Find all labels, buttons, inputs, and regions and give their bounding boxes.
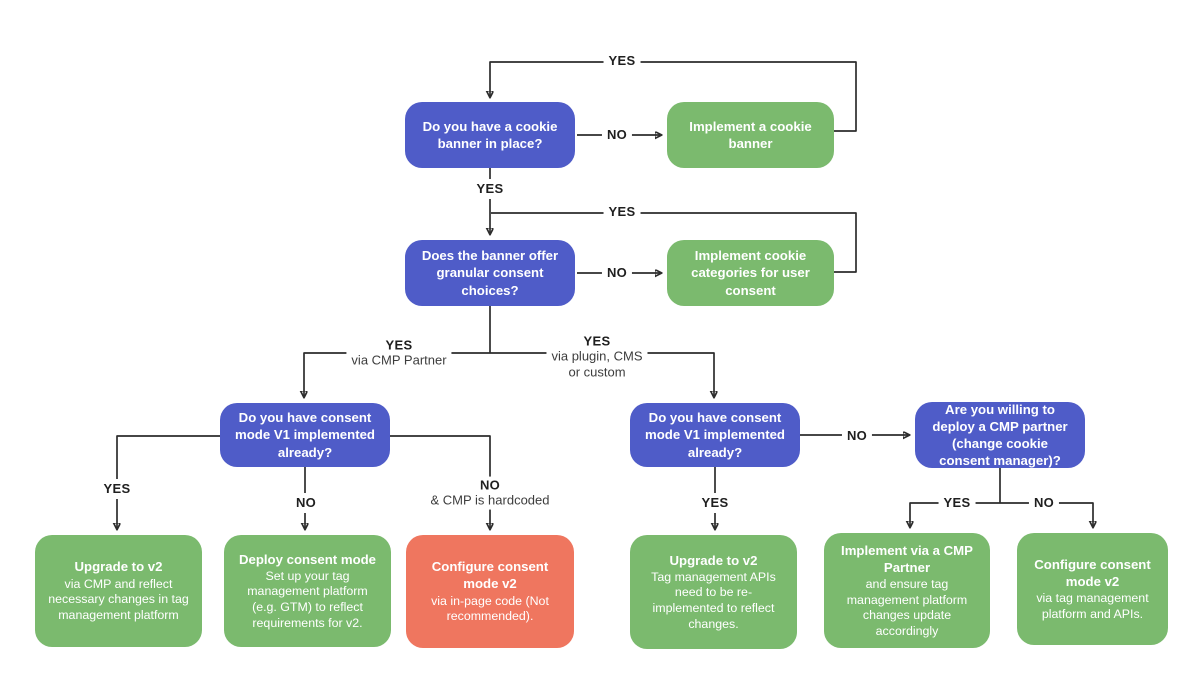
node-body: Tag management APIs need to be re-implem…	[651, 569, 776, 631]
edge-label-text: NO	[606, 127, 628, 142]
node-title: Upgrade to v2	[669, 552, 758, 568]
node-title: Does the banner offer granular consent c…	[421, 248, 559, 298]
node-body: and ensure tag management platform chang…	[846, 576, 968, 638]
node-title: Upgrade to v2	[74, 559, 163, 575]
edge-label-note: & CMP is hardcoded	[430, 492, 550, 508]
node-result-configure-inpage-code: Configure consent mode v2 via in-page co…	[406, 535, 574, 648]
node-result-upgrade-v2-via-cmp: Upgrade to v2 via CMP and reflect necess…	[35, 535, 202, 647]
edge-label-text: NO	[1033, 495, 1055, 510]
node-title: Deploy consent mode	[238, 551, 377, 567]
node-title: Do you have consent mode V1 implemented …	[235, 410, 375, 460]
edge-label-decision: YES	[385, 337, 413, 353]
edge-label-loop-top-yes: YES	[603, 51, 641, 71]
node-title: Implement a cookie banner	[689, 118, 812, 151]
edge-label-yes-cookie-banner: YES	[471, 179, 509, 199]
node-question-deploy-cmp-partner: Are you willing to deploy a CMP partner …	[915, 402, 1085, 468]
edge-label-yes-via-cmp-partner: YES via CMP Partner	[346, 336, 452, 370]
edge-label-loop-mid-yes: YES	[603, 202, 641, 222]
edge-label-no-v1-right: NO	[841, 426, 873, 446]
node-result-deploy-consent-mode: Deploy consent mode Set up your tag mana…	[224, 535, 391, 647]
node-body: via CMP and reflect necessary changes in…	[48, 576, 189, 622]
edge-label-text: NO	[606, 265, 628, 280]
edge-label-text: YES	[943, 495, 971, 510]
node-question-v1-implemented-right: Do you have consent mode V1 implemented …	[630, 403, 800, 467]
node-question-v1-implemented-left: Do you have consent mode V1 implemented …	[220, 403, 390, 467]
edge-label-yes-via-plugin-cms: YES via plugin, CMS or custom	[546, 332, 648, 382]
edge-label-note: via plugin, CMS or custom	[551, 348, 643, 380]
edge-label-yes-v1-left: YES	[98, 479, 136, 499]
edge-label-note: via CMP Partner	[351, 352, 447, 368]
node-question-granular-consent: Does the banner offer granular consent c…	[405, 240, 575, 306]
edge-label-no-cmp-hardcoded: NO & CMP is hardcoded	[425, 476, 555, 510]
edge-label-no-granular: NO	[601, 263, 633, 283]
node-action-implement-cookie-banner: Implement a cookie banner	[667, 102, 834, 168]
node-question-cookie-banner: Do you have a cookie banner in place?	[405, 102, 575, 168]
node-body: via in-page code (Not recommended).	[431, 593, 549, 624]
edge-label-text: YES	[608, 53, 636, 68]
edge-label-text: YES	[608, 204, 636, 219]
edge-label-text: NO	[846, 428, 868, 443]
node-title: Configure consent mode v2	[431, 559, 549, 592]
node-title: Implement via a CMP Partner	[841, 542, 973, 575]
node-title: Configure consent mode v2	[1034, 556, 1151, 589]
edge-label-text: YES	[103, 481, 131, 496]
edge-label-no-deploy-cmp: NO	[1028, 493, 1060, 513]
node-title: Are you willing to deploy a CMP partner …	[932, 401, 1068, 469]
node-body: via tag management platform and APIs.	[1036, 591, 1149, 621]
node-body: Set up your tag management platform (e.g…	[247, 568, 368, 630]
node-result-configure-via-tms-apis: Configure consent mode v2 via tag manage…	[1017, 533, 1168, 645]
edge-label-yes-deploy-cmp: YES	[938, 493, 976, 513]
edge-label-no-v1-left: NO	[290, 493, 322, 513]
node-result-implement-via-cmp-partner: Implement via a CMP Partner and ensure t…	[824, 533, 990, 648]
edge-label-text: YES	[701, 495, 729, 510]
node-title: Do you have a cookie banner in place?	[422, 118, 558, 151]
node-action-cookie-categories: Implement cookie categories for user con…	[667, 240, 834, 306]
edge-label-text: NO	[295, 495, 317, 510]
node-result-upgrade-v2-tag-apis: Upgrade to v2 Tag management APIs need t…	[630, 535, 797, 649]
edge-label-decision: YES	[583, 333, 611, 349]
edge-label-text: YES	[476, 181, 504, 196]
edge-label-decision: NO	[479, 477, 501, 493]
edge-label-no-cookie-banner: NO	[601, 125, 633, 145]
edge-label-yes-v1-right: YES	[696, 493, 734, 513]
node-title: Do you have consent mode V1 implemented …	[645, 410, 785, 460]
node-title: Implement cookie categories for user con…	[691, 248, 810, 298]
